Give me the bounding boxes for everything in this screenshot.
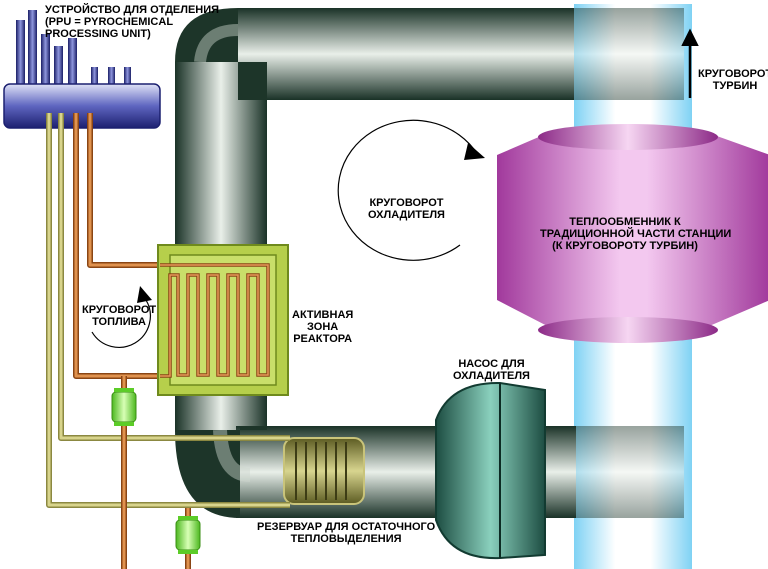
decay-tank-label-line: РЕЗЕРВУАР ДЛЯ ОСТАТОЧНОГО <box>257 521 436 533</box>
ppu-label-line: PROCESSING UNIT) <box>45 28 151 40</box>
decay-heat-tank <box>283 437 365 505</box>
fuel-loop-label-line: ТОПЛИВА <box>92 316 146 328</box>
heat-exchanger-label-line: ТЕПЛООБМЕННИК К <box>569 216 681 228</box>
reactor-core-label-line: ЗОНА <box>307 321 339 333</box>
turbine-loop-label: КРУГОВОРОТ ТУРБИН <box>698 68 768 92</box>
coolant-loop-arrow <box>337 119 479 261</box>
heat-exchanger-label-line: (К КРУГОВОРОТУ ТУРБИН) <box>552 240 698 252</box>
coolant-loop-label-line: КРУГОВОРОТ <box>369 197 444 209</box>
reactor-core <box>157 244 289 396</box>
valve-fuel-drain <box>111 388 137 426</box>
fuel-loop-arrow <box>91 299 151 348</box>
fuel-lines <box>46 113 290 569</box>
coolant-pump-label-line: НАСОС ДЛЯ <box>458 358 525 370</box>
coolant-pump-label-line: ОХЛАДИТЕЛЯ <box>453 370 530 382</box>
ppu-label-line: УСТРОЙСТВО ДЛЯ ОТДЕЛЕНИЯ <box>45 4 220 16</box>
reactor-core-label-line: РЕАКТОРА <box>293 333 353 345</box>
valve-tank-drain <box>175 516 201 554</box>
decay-tank-label: РЕЗЕРВУАР ДЛЯ ОСТАТОЧНОГО ТЕПЛОВЫДЕЛЕНИЯ <box>257 521 435 545</box>
ppu-label-line: (PPU = PYROCHEMICAL <box>45 16 174 28</box>
reactor-core-label: АКТИВНАЯ ЗОНА РЕАКТОРА <box>292 309 353 345</box>
coolant-loop-label-line: ОХЛАДИТЕЛЯ <box>368 209 445 221</box>
coolant-pump <box>435 381 546 560</box>
coolant-loop-label: КРУГОВОРОТ ОХЛАДИТЕЛЯ <box>368 197 445 221</box>
coolant-loop-arrowhead <box>464 143 485 160</box>
reactor-core-label-line: АКТИВНАЯ <box>292 309 354 321</box>
turbine-loop-label-line: ТУРБИН <box>712 80 758 92</box>
heat-exchanger-label: ТЕПЛООБМЕННИК К ТРАДИЦИОННОЙ ЧАСТИ СТАНЦ… <box>540 216 732 252</box>
heat-exchanger <box>497 124 768 343</box>
fuel-loop-arrowhead <box>137 286 152 303</box>
turbine-loop-label-line: КРУГОВОРОТ <box>698 68 768 80</box>
decay-tank-label-line: ТЕПЛОВЫДЕЛЕНИЯ <box>290 533 402 545</box>
heat-exchanger-label-line: ТРАДИЦИОННОЙ ЧАСТИ СТАНЦИИ <box>540 228 732 240</box>
ppu-label: УСТРОЙСТВО ДЛЯ ОТДЕЛЕНИЯ (PPU = PYROCHEM… <box>45 4 219 40</box>
ppu-unit <box>3 10 161 129</box>
fuel-loop-label: КРУГОВОРОТ ТОПЛИВА <box>82 304 156 328</box>
fuel-loop-label-line: КРУГОВОРОТ <box>82 304 157 316</box>
coolant-pump-label: НАСОС ДЛЯ ОХЛАДИТЕЛЯ <box>453 358 530 382</box>
